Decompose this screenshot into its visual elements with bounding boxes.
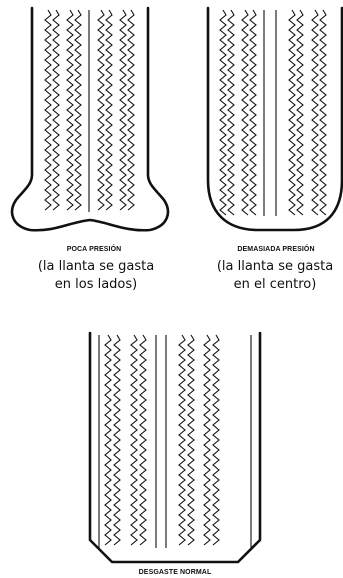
tread-groove-line bbox=[44, 9, 52, 211]
tread-groove-line bbox=[249, 9, 257, 216]
tire-outline-over-pressure bbox=[206, 6, 343, 232]
caption-body-low-pressure: (la llanta se gasta en los lados) bbox=[20, 258, 172, 294]
tread-groove-line bbox=[203, 334, 211, 546]
caption-body-over-pressure: (la llanta se gasta en el centro) bbox=[196, 258, 343, 294]
tread-grooves-normal-wear bbox=[98, 334, 252, 548]
tread-groove-line bbox=[288, 9, 296, 216]
tread-groove-line bbox=[227, 9, 235, 216]
caption-line-2: en el centro) bbox=[233, 277, 317, 292]
tread-groove-line bbox=[187, 334, 195, 546]
tread-groove-line bbox=[119, 9, 127, 211]
tread-groove-line bbox=[139, 334, 147, 546]
tread-groove-line bbox=[113, 334, 121, 546]
tread-groove-line bbox=[178, 334, 186, 546]
caption-line-2: en los lados) bbox=[54, 277, 138, 292]
tread-groove-line bbox=[219, 9, 227, 216]
caption-line-1: (la llanta se gasta bbox=[216, 259, 334, 274]
tire-outline-low-pressure bbox=[10, 6, 170, 232]
tread-groove-line bbox=[241, 9, 249, 216]
tread-groove-line bbox=[319, 9, 327, 216]
tread-groove-line bbox=[97, 9, 105, 211]
tread-groove-line bbox=[66, 9, 74, 211]
tire-outline-normal-wear bbox=[88, 331, 262, 564]
tread-grooves-low-pressure bbox=[44, 9, 135, 212]
tread-groove-line bbox=[104, 334, 112, 546]
caption-title-normal-wear: DESGASTE NORMAL bbox=[138, 569, 212, 576]
tread-groove-line bbox=[52, 9, 60, 211]
caption-title-low-pressure: POCA PRESIÓN bbox=[66, 246, 122, 253]
tread-groove-line bbox=[127, 9, 135, 211]
caption-title-over-pressure: DEMASIADA PRESIÓN bbox=[237, 246, 315, 253]
tread-groove-line bbox=[296, 9, 304, 216]
tread-groove-line bbox=[74, 9, 82, 211]
tread-groove-line bbox=[311, 9, 319, 216]
tread-grooves-over-pressure bbox=[219, 9, 327, 216]
tread-groove-line bbox=[130, 334, 138, 546]
caption-line-1: (la llanta se gasta bbox=[37, 259, 155, 274]
tread-groove-line bbox=[212, 334, 220, 546]
tread-groove-line bbox=[105, 9, 113, 211]
